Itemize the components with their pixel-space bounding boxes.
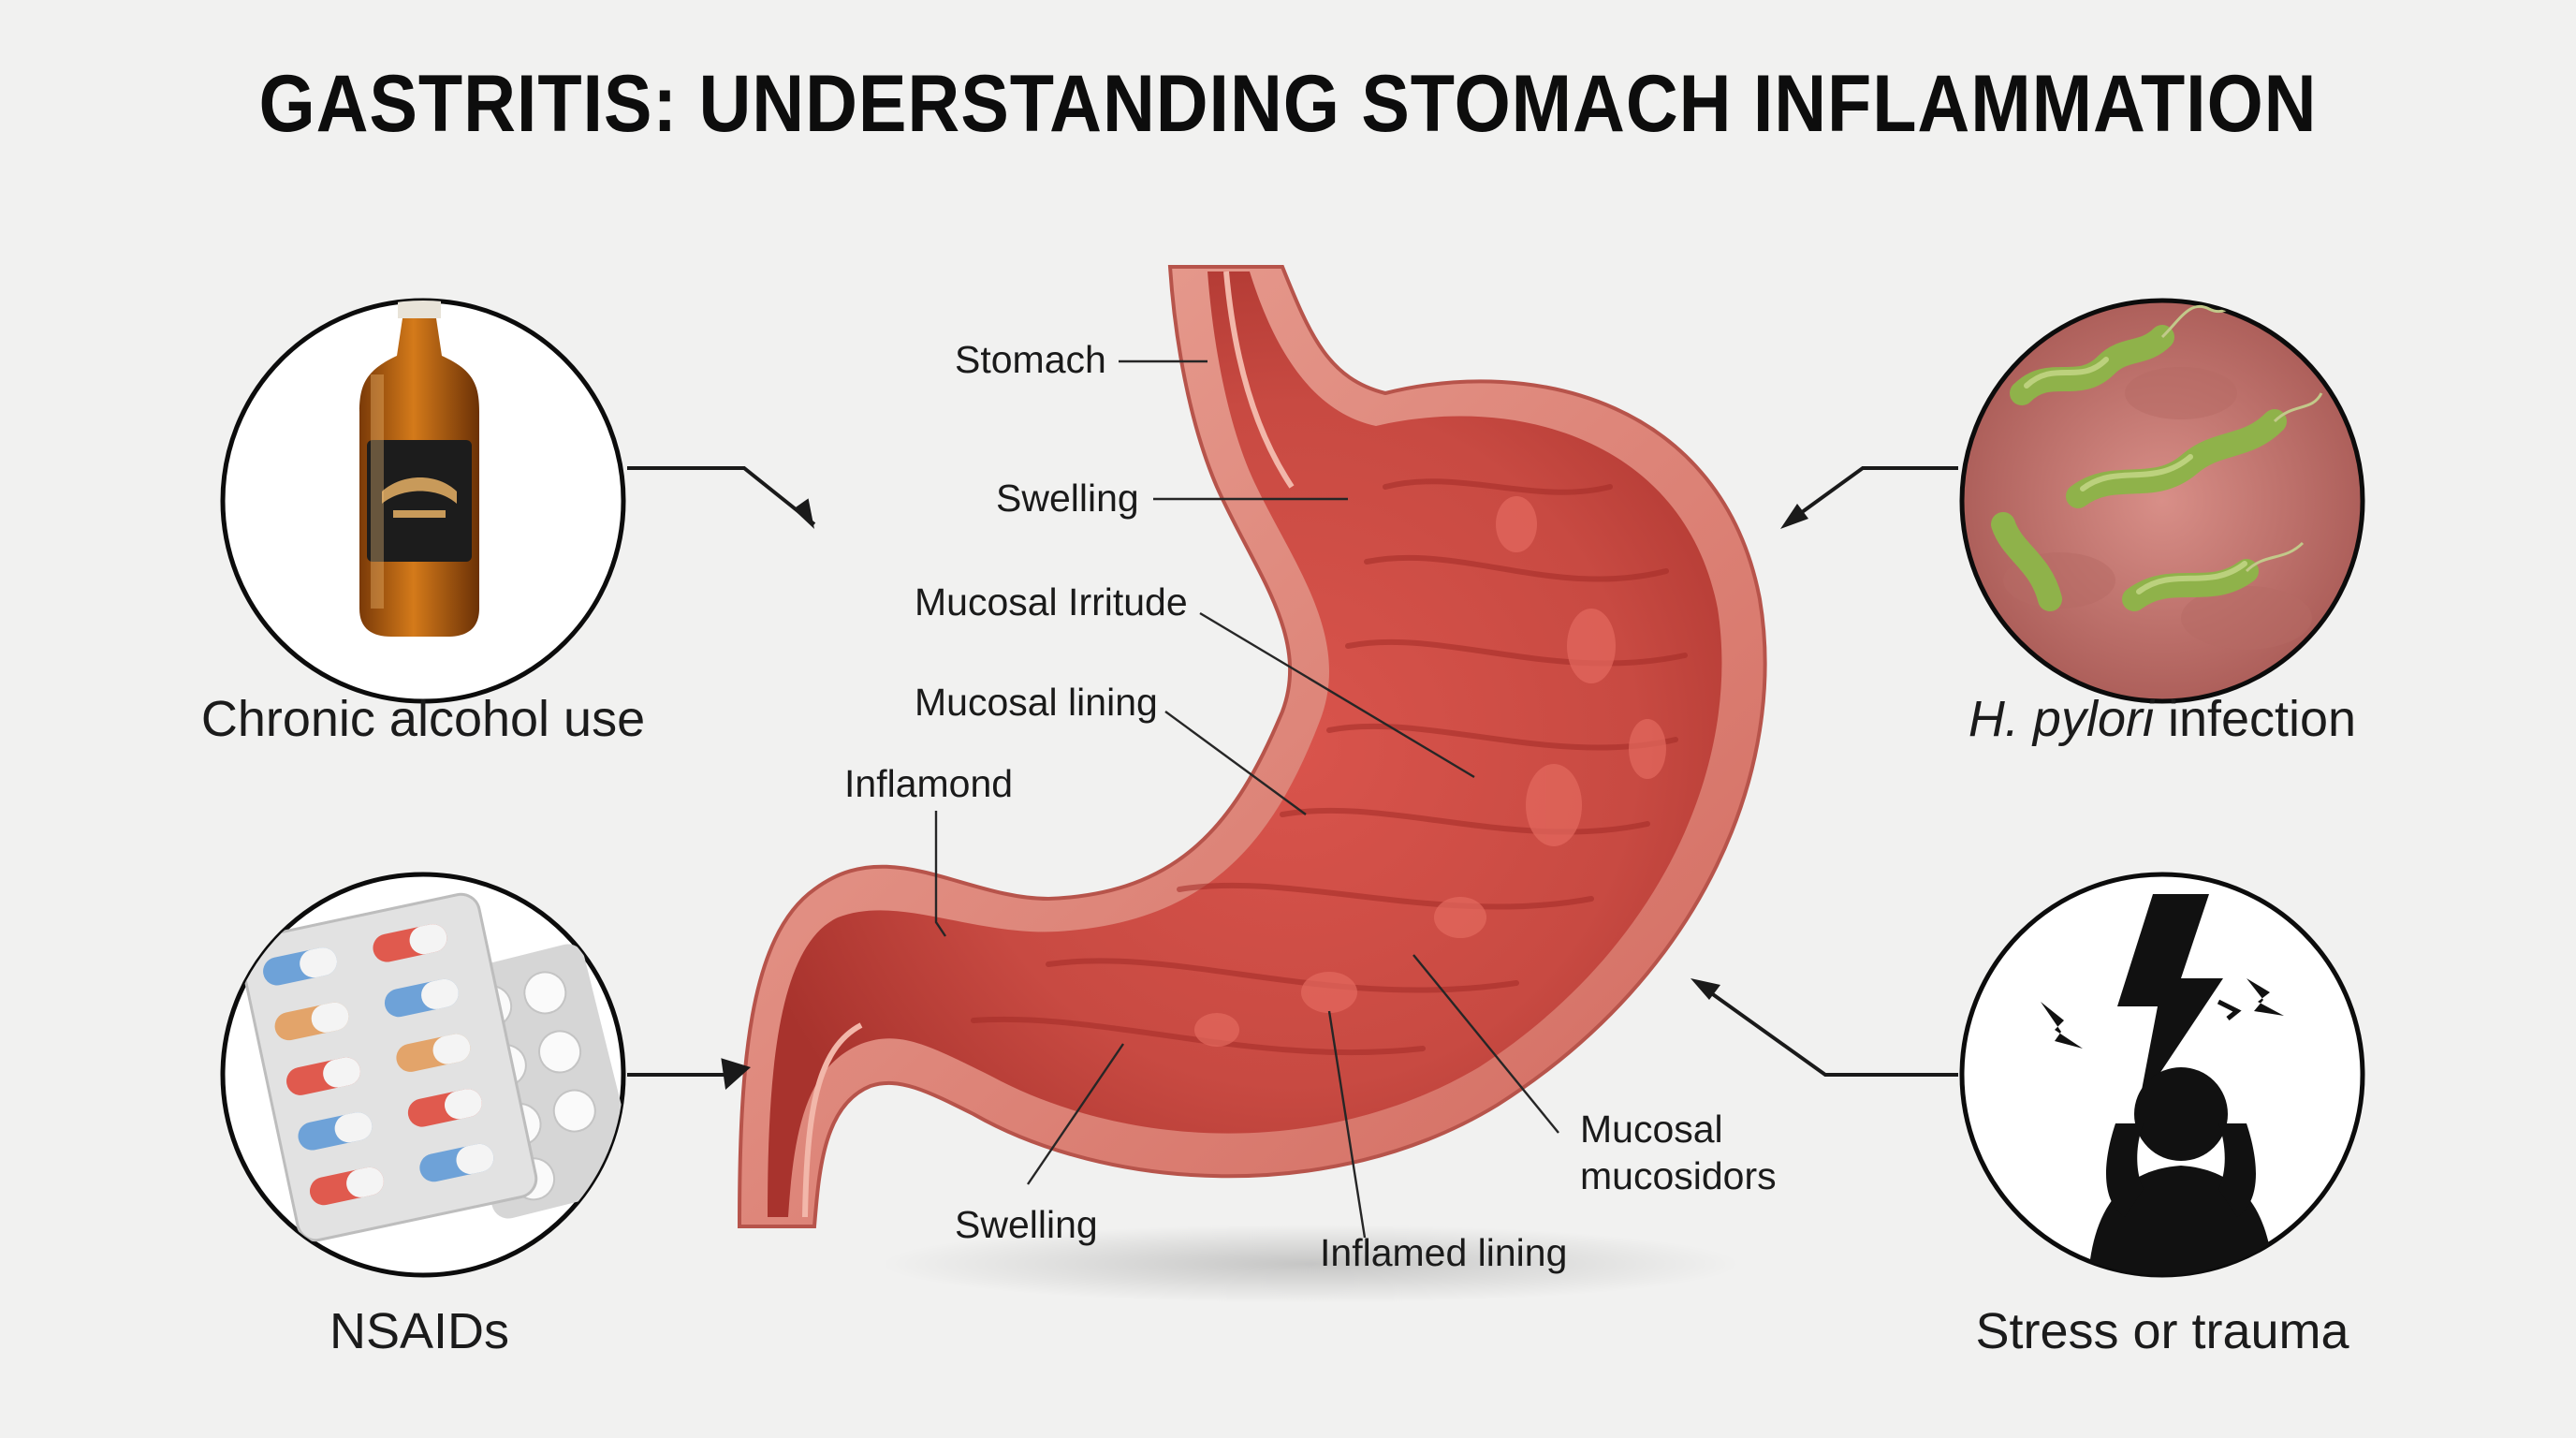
- cause-hpylori: H. pylori infection: [1959, 298, 2365, 747]
- label-inflamond: Inflamond: [844, 762, 1013, 805]
- label-mucosal-lining: Mucosal lining: [915, 681, 1158, 724]
- whiskey-bottle-icon: [359, 301, 479, 637]
- cause-label-hpylori-name: H. pylori: [1969, 691, 2156, 747]
- cause-alcohol: Chronic alcohol use: [201, 298, 645, 747]
- label-mucosal-irritude: Mucosal Irritude: [915, 580, 1188, 624]
- label-mucosal: Mucosal: [1580, 1108, 1723, 1151]
- cause-stress: Stress or trauma: [1959, 872, 2365, 1359]
- label-swelling-bottom: Swelling: [955, 1203, 1098, 1246]
- cause-label-hpylori-rest: infection: [2154, 691, 2356, 747]
- bacteria-icon: [1991, 301, 2323, 650]
- cause-label-stress: Stress or trauma: [1975, 1303, 2349, 1359]
- label-mucosidors: mucosidors: [1580, 1154, 1777, 1197]
- label-swelling-top: Swelling: [996, 477, 1139, 520]
- leader-lines: [934, 360, 1559, 1239]
- stomach-illustration: [737, 265, 1767, 1303]
- cause-label-nsaids: NSAIDs: [329, 1303, 509, 1359]
- anatomy-labels: Stomach Swelling Mucosal Irritude Mucosa…: [844, 338, 1777, 1274]
- page-title: GASTRITIS: UNDERSTANDING STOMACH INFLAMM…: [258, 59, 2318, 149]
- cause-arrows: [627, 466, 1958, 1090]
- label-inflamed-lining: Inflamed lining: [1320, 1231, 1567, 1274]
- cause-label-alcohol: Chronic alcohol use: [201, 691, 645, 747]
- cause-nsaids: NSAIDs: [220, 872, 626, 1359]
- label-stomach: Stomach: [955, 338, 1106, 381]
- pill-blister-icon: [239, 892, 623, 1242]
